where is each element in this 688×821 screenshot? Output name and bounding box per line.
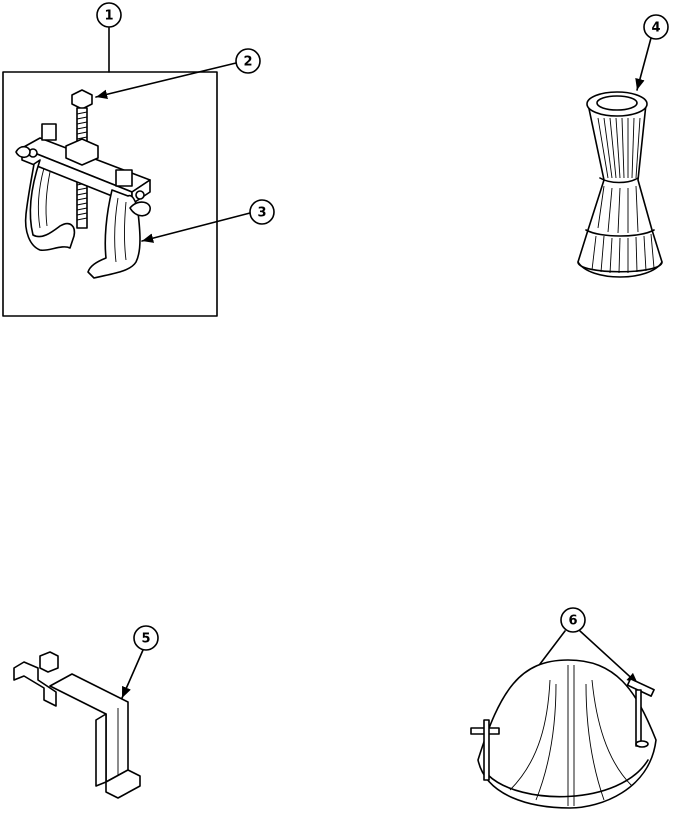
right-jaw-illustration [87, 189, 151, 279]
callout-2: 2 [235, 48, 261, 74]
puller-tool-group [2, 27, 251, 317]
cylinder-illustration [577, 37, 663, 278]
callout-5: 5 [133, 625, 159, 651]
leader-line-5 [121, 649, 144, 699]
leader-line-4 [635, 37, 652, 91]
callout-label: 4 [651, 21, 660, 36]
callout-label: 1 [104, 9, 113, 24]
callout-4: 4 [643, 14, 669, 40]
callout-label: 2 [243, 55, 252, 70]
callout-6: 6 [560, 607, 586, 633]
callout-label: 6 [568, 614, 577, 629]
puller-frame [2, 71, 218, 317]
callout-label: 5 [141, 632, 150, 647]
leader-line-6b [579, 630, 639, 685]
bracket-illustration [13, 649, 144, 799]
cone-with-pins-illustration [470, 630, 657, 809]
leader-line-3 [141, 212, 251, 243]
left-jaw-illustration [15, 145, 76, 252]
crossbar-illustration [21, 123, 151, 205]
callout-3: 3 [249, 199, 275, 225]
leader-line-2 [95, 62, 237, 100]
callout-1: 1 [96, 2, 122, 28]
callout-label: 3 [257, 206, 266, 221]
